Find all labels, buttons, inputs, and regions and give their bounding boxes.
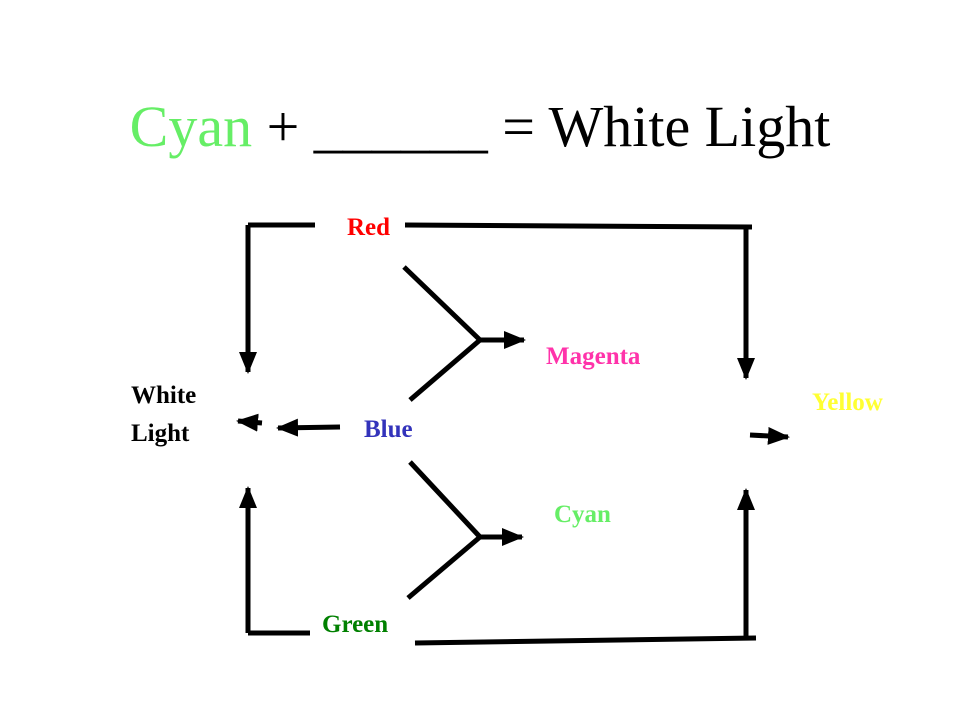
label-cyan: Cyan: [554, 501, 611, 528]
title-equation: + ______ = White Light: [252, 94, 831, 159]
label-white-light-line2: Light: [131, 420, 190, 447]
edge-green-right: [414, 635, 757, 646]
slide-title: Cyan + ______ = White Light: [0, 92, 960, 162]
arrow-white-stub: [236, 413, 263, 432]
edge-red-to-magenta-junction: [402, 265, 482, 342]
label-green: Green: [322, 611, 388, 638]
label-yellow: Yellow: [812, 389, 883, 416]
edge-red-right: [404, 222, 753, 230]
label-magenta: Magenta: [546, 343, 641, 370]
title-cyan-word: Cyan: [129, 94, 253, 159]
arrow-yellow-stub: [749, 426, 790, 445]
label-blue: Blue: [364, 416, 413, 443]
edge-green-to-cyan-junction: [406, 535, 482, 600]
edge-blue-to-magenta-junction: [408, 338, 482, 402]
edge-blue-to-cyan-junction: [408, 460, 482, 539]
label-red: Red: [347, 214, 390, 241]
arrow-blue-to-white: [276, 418, 341, 437]
label-white-light-line1: White: [131, 382, 196, 409]
